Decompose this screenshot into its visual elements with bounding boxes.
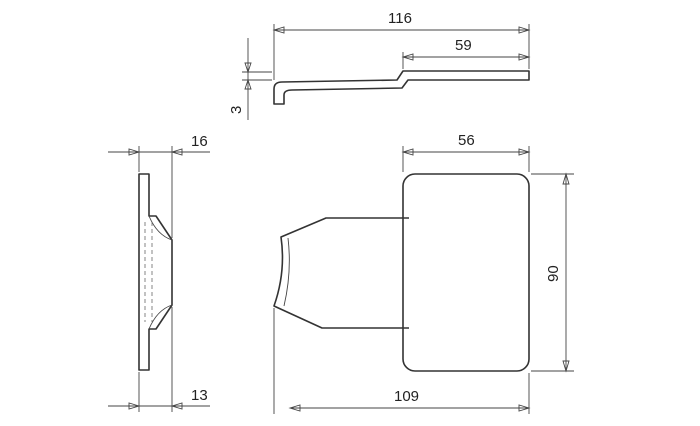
top-view: 116 59 3 [228,10,531,120]
dim-90: 90 [545,265,562,282]
dim-56: 56 [458,132,475,149]
dim-3: 3 [228,106,245,114]
side-view-plate [138,173,173,371]
dim-109: 109 [394,388,419,405]
top-view-profile [273,70,530,105]
front-view-neck [273,217,409,329]
dim-13: 13 [191,387,208,404]
side-view: 16 13 [108,133,210,412]
dim-116: 116 [388,10,412,27]
front-view-tab [402,173,530,372]
dim-16: 16 [191,133,208,150]
front-view: 56 90 109 [273,132,574,414]
dim-59: 59 [455,37,472,54]
